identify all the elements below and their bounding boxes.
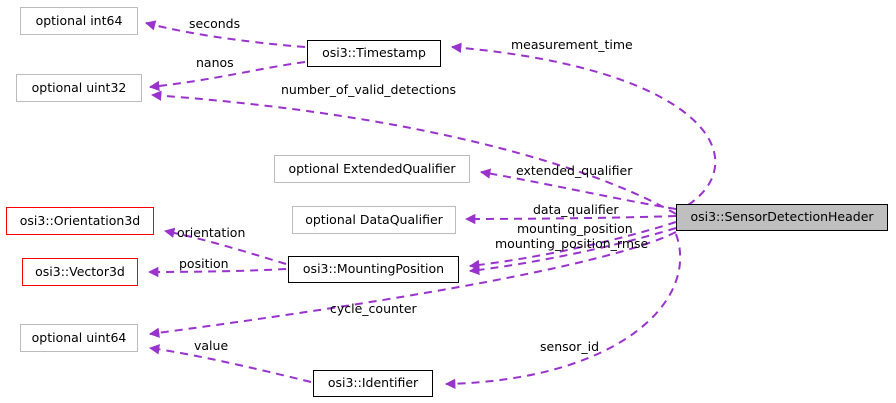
edge-label-value: value: [194, 338, 229, 353]
edge-seconds: [144, 20, 306, 48]
edge-label-seconds: seconds: [189, 16, 241, 31]
edge-label-mounting-position-rmse: mounting_position_rmse: [495, 236, 649, 251]
edge-label-orientation: orientation: [177, 225, 246, 240]
node-label: optional uint32: [31, 79, 127, 95]
node-osi3-sensordetectionheader[interactable]: osi3::SensorDetectionHeader: [676, 204, 888, 231]
node-osi3-timestamp[interactable]: osi3::Timestamp: [307, 40, 441, 67]
edge-measurement_time: [450, 42, 717, 213]
edge-sensor_id: [444, 233, 682, 389]
node-label: osi3::Orientation3d: [19, 212, 141, 228]
edge-label-measurement-time: measurement_time: [511, 37, 633, 52]
edge-label-cycle-counter: cycle_counter: [330, 301, 417, 316]
edge-data_qualifier: [464, 213, 677, 225]
node-optional-extendedqualifier[interactable]: optional ExtendedQualifier: [274, 155, 470, 183]
edge-label-sensor-id: sensor_id: [540, 339, 600, 354]
node-optional-uint32[interactable]: optional uint32: [16, 74, 142, 102]
edge-label-extended-qualifier: extended_qualifier: [516, 163, 633, 178]
node-osi3-vector3d[interactable]: osi3::Vector3d: [22, 258, 138, 286]
edge-nanos: [148, 61, 306, 92]
node-label: optional uint64: [31, 329, 127, 345]
node-label: optional int64: [35, 12, 123, 28]
edge-label-number-of-valid-detections: number_of_valid_detections: [281, 82, 457, 97]
node-label: osi3::Identifier: [327, 375, 419, 391]
node-optional-uint64[interactable]: optional uint64: [20, 324, 138, 352]
edge-label-position: position: [179, 256, 229, 271]
node-label: osi3::Timestamp: [322, 45, 426, 61]
edge-number_of_valid_detections: [150, 90, 677, 215]
edge-label-nanos: nanos: [196, 55, 234, 70]
edge-mounting_position_rmse: [468, 227, 677, 276]
edge-cycle_counter: [148, 231, 677, 338]
node-optional-int64[interactable]: optional int64: [20, 7, 138, 35]
edge-position: [147, 266, 287, 278]
node-label: osi3::MountingPosition: [302, 261, 445, 277]
node-label: optional DataQualifier: [305, 211, 443, 227]
node-osi3-orientation3d[interactable]: osi3::Orientation3d: [6, 207, 154, 235]
edge-orientation: [163, 227, 287, 265]
node-optional-dataqualifier[interactable]: optional DataQualifier: [292, 206, 456, 234]
node-label: osi3::Vector3d: [35, 263, 125, 279]
edge-mounting_position: [468, 221, 677, 271]
node-label: optional ExtendedQualifier: [288, 160, 456, 176]
edge-value: [148, 344, 312, 383]
node-label: osi3::SensorDetectionHeader: [690, 209, 874, 225]
node-osi3-mountingposition[interactable]: osi3::MountingPosition: [288, 256, 459, 283]
node-osi3-identifier[interactable]: osi3::Identifier: [313, 370, 433, 397]
edge-label-data-qualifier: data_qualifier: [533, 202, 619, 217]
edge-label-mounting-position: mounting_position: [517, 221, 633, 236]
edge-extended_qualifier: [479, 168, 677, 210]
